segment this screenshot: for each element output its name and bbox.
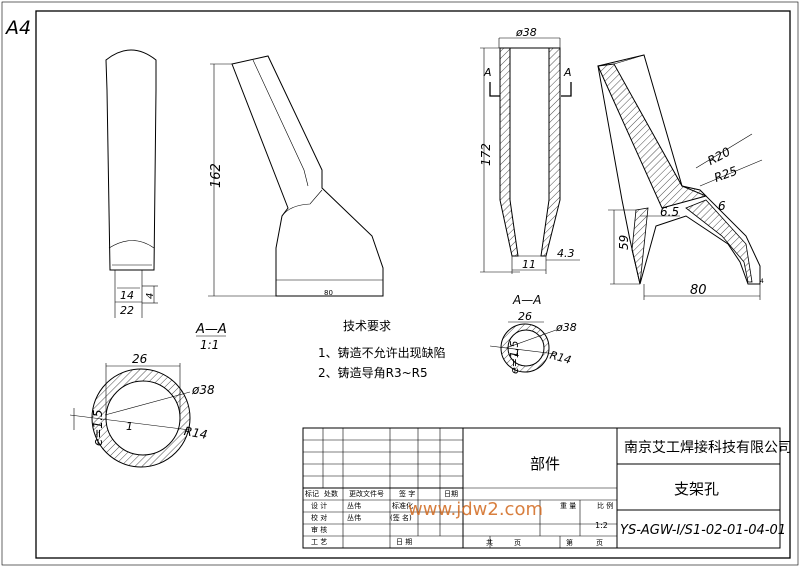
tb-di: 第 [566,538,573,547]
dim-172: 172 [479,143,493,166]
section-aa-large: A—A 1:1 26 ø38 R14 1 e=1.5 [69,322,227,468]
tb-name2: 丛伟 [347,513,361,522]
view-section-front: ø38 A A 172 11 4.3 [479,26,580,274]
tb-part-kind: 部件 [530,455,560,473]
dim-d38: ø38 [515,26,537,39]
watermark: www.jdw2.com [408,499,543,520]
dim-14: 14 [120,289,134,302]
tb-qianming: (签 名) [390,513,412,522]
tb-ye2: 页 [596,539,603,547]
tb-riqi: 日期 [444,490,458,498]
dim-1-large: 1 [126,420,133,433]
dim-59: 59 [617,235,631,250]
tb-drawing-no: YS-AGW-I/S1-02-01-04-01 [620,523,786,538]
dim-e-small: e=1.5 [508,341,521,374]
dim-6-5: 6.5 [660,205,679,219]
tb-name1: 丛伟 [347,501,361,510]
dim-26-large: 26 [132,352,148,366]
section-mark-a-left: A [483,66,492,79]
inner-frame [35,10,791,559]
dim-4-small: 4 [760,278,764,285]
dim-26-small: 26 [518,310,532,323]
tb-sheji: 设 计 [311,501,327,510]
tb-genggai: 更改文件号 [349,489,384,498]
tb-shenhe: 审 核 [311,525,327,534]
tb-company: 南京艾工焊接科技有限公司 [624,439,792,456]
section-title-small: A—A [512,293,541,307]
view-section-side: 59 6.5 R20 R25 6 80 4 [597,54,764,300]
tb-part-name: 支架孔 [674,480,719,498]
dim-r14-large: R14 [183,424,209,442]
section-aa-small: A—A 26 ø38 R14 1 e=1.5 [489,293,577,374]
dim-80: 80 [690,283,707,298]
tech-item-2: 2、铸造导角R3~R5 [318,365,428,380]
dim-6: 6 [718,199,726,213]
dim-11: 11 [522,258,536,271]
tb-riqi2: 日 期 [396,538,412,546]
tech-item-1: 1、铸造不允许出现缺陷 [318,345,446,360]
dim-r25: R25 [712,164,739,185]
dim-r14-small: R14 [548,349,572,367]
tb-ye: 页 [514,539,521,547]
tech-requirements: 技术要求 1、铸造不允许出现缺陷 2、铸造导角R3~R5 [318,319,446,380]
tb-zhongliang: 重 量 [560,502,576,510]
dim-1-small: 1 [514,348,520,359]
sheet-size-label: A4 [4,17,31,39]
view-front-outline: 14 22 4 [105,49,158,318]
tb-biaozhunhua: 标准化 [392,501,413,510]
tb-jiaodui: 校 对 [311,513,327,522]
title-block: 标记 处数 更改文件号 签 字 日期 设 计 校 对 审 核 工 艺 丛伟 丛伟… [302,427,792,549]
tech-heading: 技术要求 [343,319,391,333]
dim-e-large: e=1.5 [91,409,105,446]
section-title-large: A—A [195,322,227,337]
view-side-outline: 162 80 [208,55,384,297]
section-scale: 1:1 [200,338,219,352]
tb-bili: 比 例 [597,501,613,510]
dim-d38-large: ø38 [191,383,215,397]
dim-80-small: 80 [324,289,333,297]
tb-biaoji: 标记 [305,489,319,498]
dim-4: 4 [145,293,156,299]
tb-gong: 共 [486,538,493,547]
tb-gongyi: 工 艺 [311,538,327,546]
tb-qianzi: 签 字 [399,489,415,498]
dim-d38-small: ø38 [555,321,577,334]
dim-22: 22 [120,304,134,317]
section-mark-a-right: A [563,66,572,79]
dim-4-3: 4.3 [557,247,575,260]
tb-scale-val: 1:2 [595,521,608,530]
dim-162: 162 [209,163,224,188]
tb-chushu: 处数 [324,489,338,498]
